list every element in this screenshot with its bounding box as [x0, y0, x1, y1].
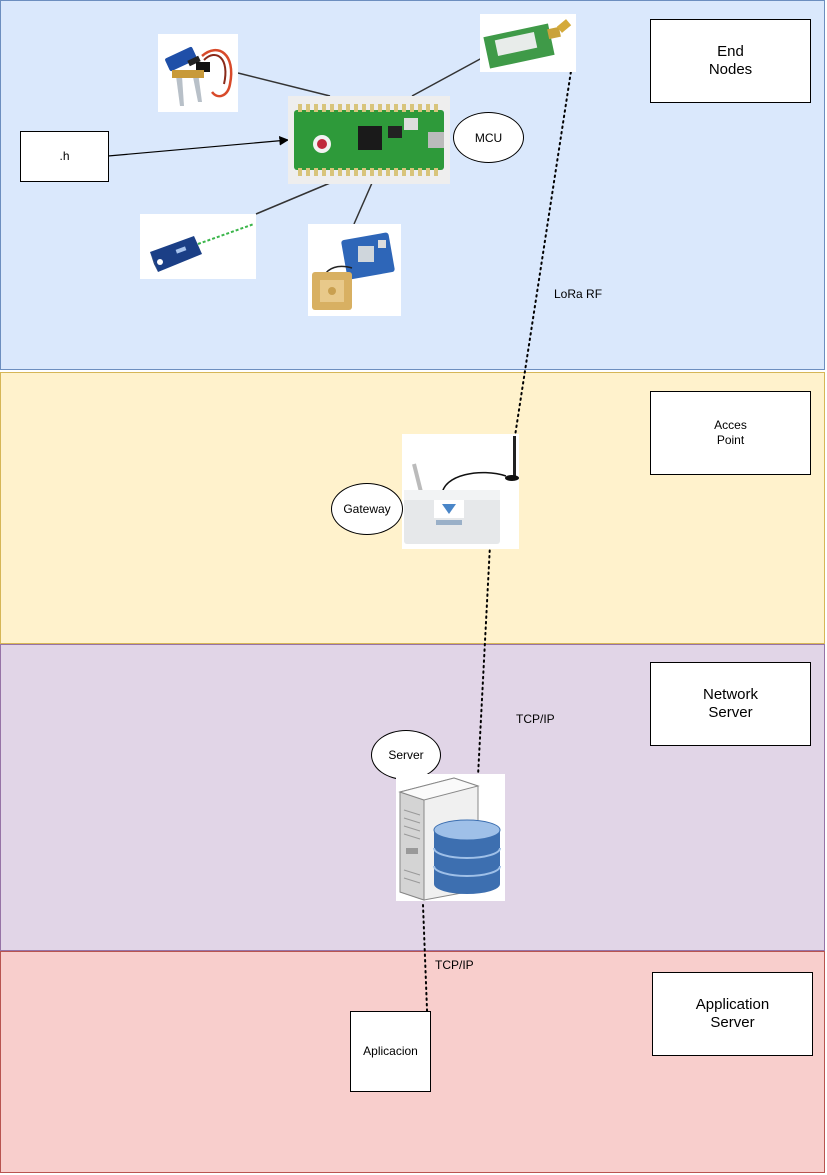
- gps-module-icon: [308, 224, 401, 316]
- lora-rf-label: LoRa RF: [554, 287, 603, 301]
- server-database-icon: [396, 774, 505, 901]
- tcp-ip-application-label: TCP/IP: [435, 958, 474, 972]
- access-point-label: Acces Point: [650, 391, 811, 475]
- gateway-device-icon: [402, 434, 519, 549]
- soil-moisture-sensor-icon: [158, 34, 238, 112]
- end-nodes-label: End Nodes: [650, 19, 811, 103]
- application-server-label: Application Server: [652, 972, 813, 1056]
- header-file-node: .h: [20, 131, 109, 182]
- mcu-node: MCU: [453, 112, 524, 163]
- network-server-label: Network Server: [650, 662, 811, 746]
- gateway-node: Gateway: [331, 483, 403, 535]
- tcp-ip-network-label: TCP/IP: [516, 712, 555, 726]
- application-node: Aplicacion: [350, 1011, 431, 1092]
- rain-sensor-icon: [140, 214, 256, 279]
- lora-module-icon: [480, 14, 576, 72]
- mcu-board-icon: [288, 96, 450, 184]
- server-node: Server: [371, 730, 441, 780]
